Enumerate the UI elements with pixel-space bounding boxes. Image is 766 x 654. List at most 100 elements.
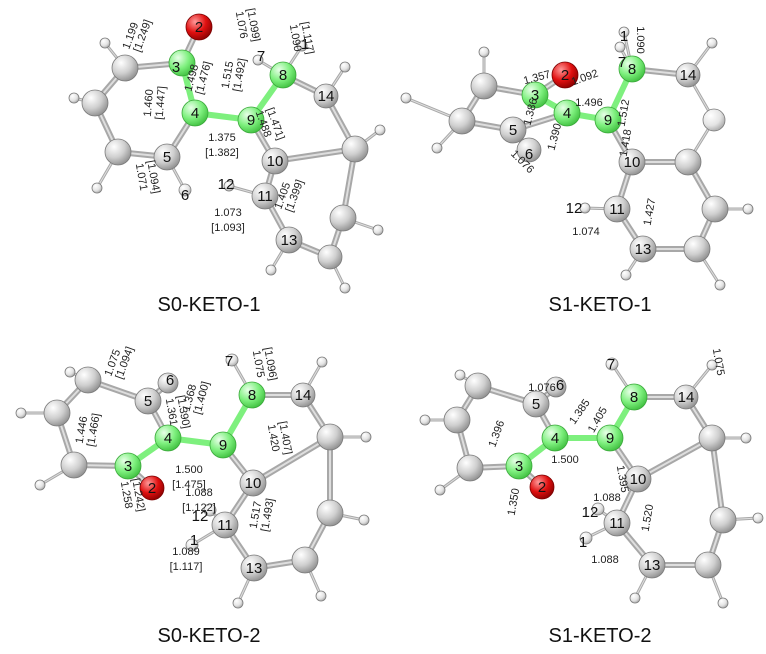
bond-length-label-p3-22: [1.117] xyxy=(170,561,203,573)
hydrogen-atom-p4-hr3 xyxy=(434,484,446,496)
bond-shine-p4-16 xyxy=(637,437,713,480)
bond-length-label-p3-12: [1.475] xyxy=(172,479,206,491)
carbon-atom-p1-r1 xyxy=(111,54,139,82)
carbon-atom-p2-a6 xyxy=(516,137,542,163)
atom-number-p1-8: 9 xyxy=(247,112,255,129)
hydrogen-atom-p4-h16 xyxy=(752,512,764,524)
carbon-atom-p4-a10 xyxy=(624,465,652,493)
atom-number-p2-5: 2 xyxy=(561,67,569,84)
highlighted-atom-p3-a4 xyxy=(154,424,182,452)
carbon-atom-p4-r3 xyxy=(456,454,484,482)
atom-number-p3-8: 3 xyxy=(124,458,132,475)
hydrogen-atom-p3-h12 xyxy=(203,503,217,517)
carbon-atom-p3-r2 xyxy=(43,399,71,427)
bond-length-label-p3-17: 1.088 xyxy=(185,487,213,499)
atom-number-p3-10: 10 xyxy=(245,475,262,492)
carbon-atom-p4-a5 xyxy=(522,390,550,418)
atom-number-p3-4: 8 xyxy=(248,387,256,404)
atom-number-p4-11: 12 xyxy=(582,504,599,521)
bond-length-label-p4-8: 1.350 xyxy=(506,487,523,516)
atom-number-p2-2: 7 xyxy=(618,54,626,71)
bond-length-label-p1-12: [1.447] xyxy=(153,86,168,121)
carbon-atom-p4-a6 xyxy=(545,376,567,398)
bond-length-label-p3-11: 1.500 xyxy=(175,464,203,476)
panel-caption-4: S1-KETO-2 xyxy=(549,625,652,647)
bond-length-label-p4-2: 1.075 xyxy=(710,347,727,376)
atom-number-p4-9: 2 xyxy=(538,479,546,496)
hydrogen-atom-p4-h12 xyxy=(591,502,605,516)
atom-number-p4-5: 14 xyxy=(678,389,695,406)
carbon-atom-p2-a14 xyxy=(675,62,701,88)
atom-number-p1-6: 7 xyxy=(257,48,265,65)
atom-number-p4-8: 3 xyxy=(515,458,523,475)
atom-number-p2-11: 10 xyxy=(624,154,641,171)
bond-length-label-p1-8: [1.099] xyxy=(244,7,262,42)
carbon-atom-p1-a14 xyxy=(313,83,339,109)
bond-length-label-p3-21: 1.089 xyxy=(172,546,200,558)
highlighted-atom-p3-a9 xyxy=(209,431,237,459)
hydrogen-atom-p4-h7 xyxy=(605,357,619,371)
oxygen-atom-p1-o2 xyxy=(185,13,213,41)
hydrogen-atom-p1-h12 xyxy=(223,180,235,192)
bond-length-label-p1-7: 1.076 xyxy=(233,10,250,39)
atom-number-p4-6: 4 xyxy=(551,430,559,447)
bond-length-label-p2-1: 1.090 xyxy=(634,26,646,54)
highlighted-atom-p2-a9 xyxy=(594,106,622,134)
bond-length-label-p1-17: 1.071 xyxy=(133,162,150,191)
hydrogen-atom-p3-hr3 xyxy=(34,479,46,491)
atom-number-p3-13: 1 xyxy=(190,532,198,549)
panel-caption-3: S0-KETO-2 xyxy=(158,625,261,647)
bond-length-label-p1-18: [1.094] xyxy=(144,159,162,194)
carbon-atom-p3-p2 xyxy=(316,499,344,527)
atom-number-p2-9: 6 xyxy=(525,146,533,163)
carbon-atom-p1-a5 xyxy=(153,143,181,171)
atom-number-p1-2: 3 xyxy=(172,59,180,76)
bond-length-label-p3-19: 1.517 xyxy=(248,500,265,529)
carbon-atom-p4-a11 xyxy=(603,509,631,537)
bond-length-label-p2-7: 1.512 xyxy=(616,98,633,127)
highlighted-atom-p4-a4 xyxy=(541,424,569,452)
atom-number-p1-7: 8 xyxy=(279,67,287,84)
atom-number-p4-7: 9 xyxy=(606,430,614,447)
bond-length-label-p2-11: 1.074 xyxy=(572,226,600,238)
atom-number-p4-4: 8 xyxy=(630,389,638,406)
bond-length-label-p4-7: 1.395 xyxy=(614,464,631,493)
carbon-atom-p1-r2 xyxy=(81,89,109,117)
hydrogen-atom-p2-h14 xyxy=(706,37,718,49)
carbon-atom-p3-a13 xyxy=(240,554,268,582)
carbon-atom-p3-p3 xyxy=(291,546,319,574)
bond-shine-p3-16 xyxy=(252,436,331,484)
hydrogen-atom-p2-h19 xyxy=(478,46,490,58)
panel-caption-2: S1-KETO-1 xyxy=(549,294,652,316)
bond-length-label-p3-16: [1.242] xyxy=(129,477,147,512)
hydrogen-atom-p2-h15 xyxy=(702,108,726,132)
atom-number-p3-6: 4 xyxy=(164,430,172,447)
hydrogen-atom-p2-h18 xyxy=(620,269,632,281)
atom-number-p3-3: 7 xyxy=(225,353,233,370)
atom-number-p2-3: 8 xyxy=(628,61,636,78)
carbon-atom-p2-r1 xyxy=(470,72,498,100)
bond-length-label-p3-20: [1.493] xyxy=(259,497,277,532)
hydrogen-atom-p3-h7 xyxy=(225,353,239,367)
bond-length-label-p1-14: [1.382] xyxy=(205,147,239,159)
atom-number-p2-12: 12 xyxy=(566,200,583,217)
atom-number-p3-12: 11 xyxy=(217,517,233,534)
atom-number-p3-2: 5 xyxy=(144,393,152,410)
atom-number-p2-8: 5 xyxy=(509,122,517,139)
carbon-atom-p1-p3 xyxy=(317,244,343,270)
panel-caption-1: S0-KETO-1 xyxy=(158,294,261,316)
atom-number-p1-10: 11 xyxy=(257,188,273,205)
atom-number-p3-5: 14 xyxy=(295,387,312,404)
hydrogen-atom-p4-h1 xyxy=(579,531,593,545)
atom-number-p2-14: 13 xyxy=(635,241,652,258)
hydrogen-atom-p3-h1 xyxy=(185,538,199,552)
highlighted-atom-p1-a9 xyxy=(237,106,265,134)
atom-number-p3-14: 13 xyxy=(246,560,263,577)
bond-shine-p4-17 xyxy=(711,437,724,521)
carbon-atom-p4-a13 xyxy=(638,551,666,579)
hydrogen-atom-p2-h3 xyxy=(431,142,443,154)
atom-number-p4-14: 13 xyxy=(644,557,661,574)
carbon-atom-p3-a14 xyxy=(290,382,316,408)
hydrogen-atom-p4-hr2 xyxy=(419,414,431,426)
carbon-atom-p2-a13 xyxy=(629,235,657,263)
